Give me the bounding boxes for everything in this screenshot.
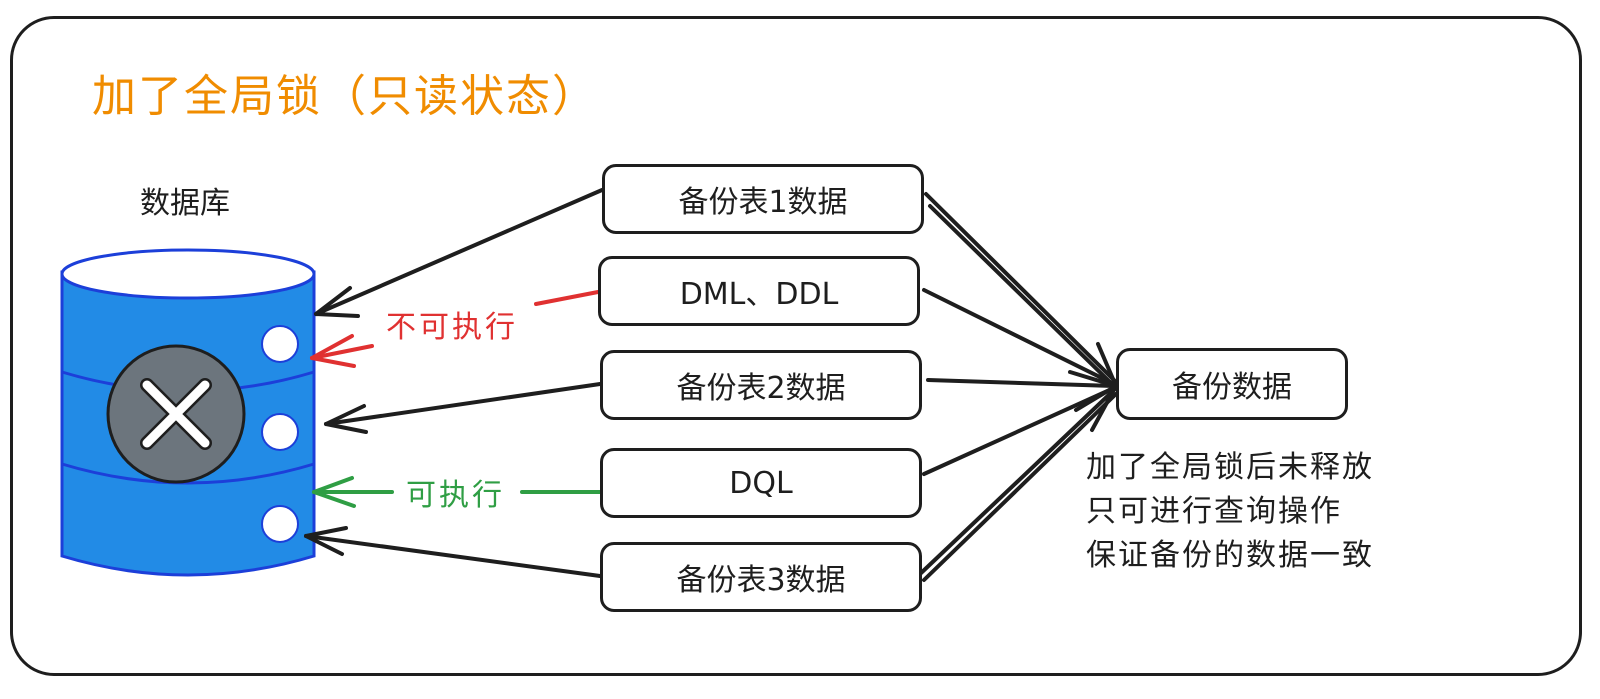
executable-label: 可执行 xyxy=(406,478,505,513)
note-line-1: 加了全局锁后未释放 xyxy=(1086,450,1374,485)
note-line-2: 只可进行查询操作 xyxy=(1086,494,1342,529)
arrow-dql-to-target xyxy=(922,386,1116,476)
arrow-backup2-to-target xyxy=(926,378,1116,388)
arrow-backup2-to-db xyxy=(324,382,602,434)
not-executable-label: 不可执行 xyxy=(386,310,518,345)
arrow-backup1-to-target xyxy=(924,192,1118,388)
database-led-3 xyxy=(261,505,299,543)
operation-box-backup-table-2: 备份表2数据 xyxy=(600,350,922,420)
operation-box-backup-table-1: 备份表1数据 xyxy=(602,164,924,234)
note-line-3: 保证备份的数据一致 xyxy=(1086,538,1374,573)
database-label: 数据库 xyxy=(140,186,230,221)
database-led-2 xyxy=(261,413,299,451)
arrow-dml-ddl-to-target xyxy=(922,288,1116,386)
diagram-frame xyxy=(10,16,1582,676)
operation-box-dml-ddl: DML、DDL xyxy=(598,256,920,326)
operation-box-backup-table-3: 备份表3数据 xyxy=(600,542,922,612)
arrow-backup3-to-target xyxy=(918,388,1118,582)
diagram-title: 加了全局锁（只读状态） xyxy=(92,71,598,122)
arrow-dql-to-db xyxy=(312,476,602,508)
database-led-1 xyxy=(261,325,299,363)
backup-data-box: 备份数据 xyxy=(1116,348,1348,420)
arrow-dml-ddl-to-db xyxy=(310,290,600,368)
arrow-backup1-to-db xyxy=(314,188,604,318)
explanation-note: 加了全局锁后未释放 只可进行查询操作 保证备份的数据一致 xyxy=(1086,446,1374,578)
x-circle-icon xyxy=(106,344,246,484)
target-arrowhead xyxy=(1068,342,1118,432)
arrow-backup3-to-db xyxy=(304,526,602,578)
operation-box-dql: DQL xyxy=(600,448,922,518)
database-cylinder xyxy=(60,248,316,577)
